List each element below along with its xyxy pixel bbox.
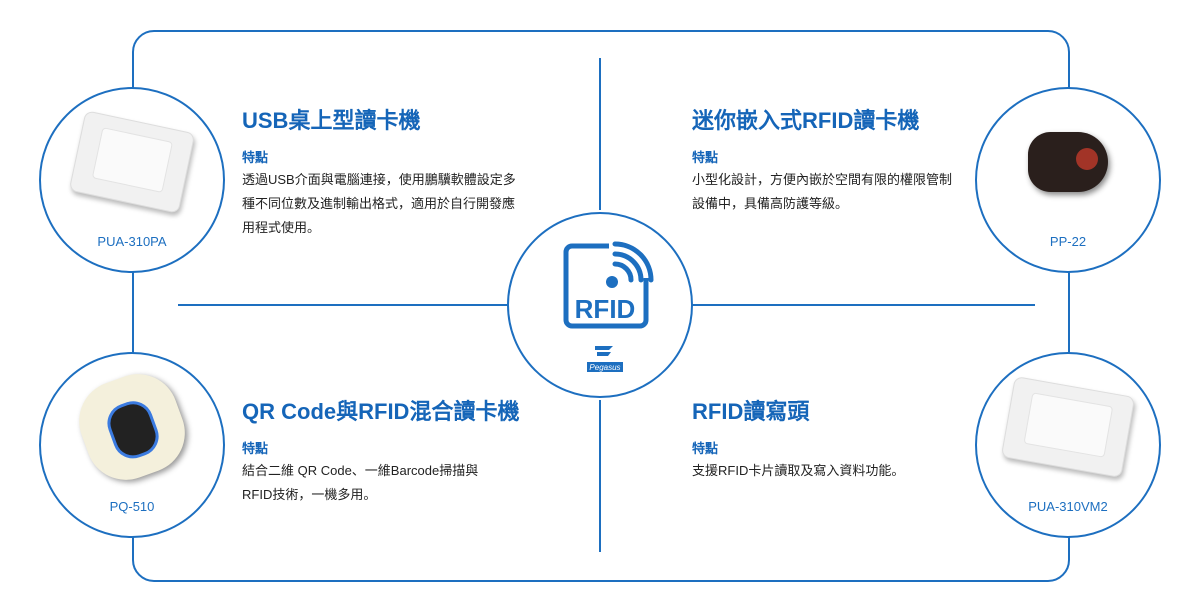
product-circle-pua-310vm2: PUA-310VM2: [975, 352, 1161, 538]
feature-text: 結合二維 QR Code、一維Barcode掃描與RFID技術，一機多用。: [242, 463, 479, 502]
section-mini-embedded-reader: 迷你嵌入式RFID讀卡機 特點 小型化設計，方便內嵌於空間有限的權限管制設備中，…: [692, 106, 952, 216]
pegasus-logo-icon: [595, 346, 613, 356]
divider-horizontal-right: [692, 304, 1035, 306]
card-writer-image: [1000, 375, 1136, 478]
section-title: 迷你嵌入式RFID讀卡機: [692, 108, 920, 133]
product-circle-pua-310pa: PUA-310PA: [39, 87, 225, 273]
card-reader-image: [68, 110, 196, 214]
rfid-icon: RFID Pegasus: [563, 238, 654, 372]
feature-text: 透過USB介面與電腦連接，使用鵬驥軟體設定多種不同位數及進制輸出格式，適用於自行…: [242, 172, 516, 235]
section-qr-rfid-reader: QR Code與RFID混合讀卡機 特點 結合二維 QR Code、一維Barc…: [242, 397, 520, 507]
section-rfid-read-write-head: RFID讀寫頭 特點 支援RFID卡片讀取及寫入資料功能。: [692, 397, 972, 483]
feature-label: 特點: [692, 150, 719, 165]
outer-frame: [132, 30, 1070, 582]
divider-horizontal-left: [178, 304, 508, 306]
center-rfid-logo: RFID Pegasus: [507, 212, 693, 398]
product-circle-pq-510: PQ-510: [39, 352, 225, 538]
model-label: PUA-310VM2: [1028, 499, 1108, 514]
section-title: USB桌上型讀卡機: [242, 108, 421, 133]
feature-text: 小型化設計，方便內嵌於空間有限的權限管制設備中，具備高防護等級。: [692, 172, 953, 211]
feature-label: 特點: [242, 441, 269, 456]
model-label: PP-22: [1049, 234, 1087, 249]
qr-reader-image: [67, 362, 197, 491]
section-usb-desktop-reader: USB桌上型讀卡機 特點 透過USB介面與電腦連接，使用鵬驥軟體設定多種不同位數…: [242, 106, 522, 240]
section-title: QR Code與RFID混合讀卡機: [242, 399, 520, 424]
rfid-logo-text: RFID: [575, 294, 636, 324]
divider-vertical-top: [599, 58, 601, 210]
feature-label: 特點: [242, 150, 269, 165]
section-title: RFID讀寫頭: [692, 399, 810, 424]
divider-vertical-bottom: [599, 400, 601, 552]
feature-text: 支援RFID卡片讀取及寫入資料功能。: [692, 463, 905, 478]
feature-label: 特點: [692, 441, 719, 456]
model-label: PQ-510: [109, 499, 155, 514]
brand-name: Pegasus: [589, 363, 620, 372]
product-circle-pp-22: PP-22: [975, 87, 1161, 273]
model-label: PUA-310PA: [97, 234, 167, 249]
mini-reader-image: [1028, 131, 1108, 192]
